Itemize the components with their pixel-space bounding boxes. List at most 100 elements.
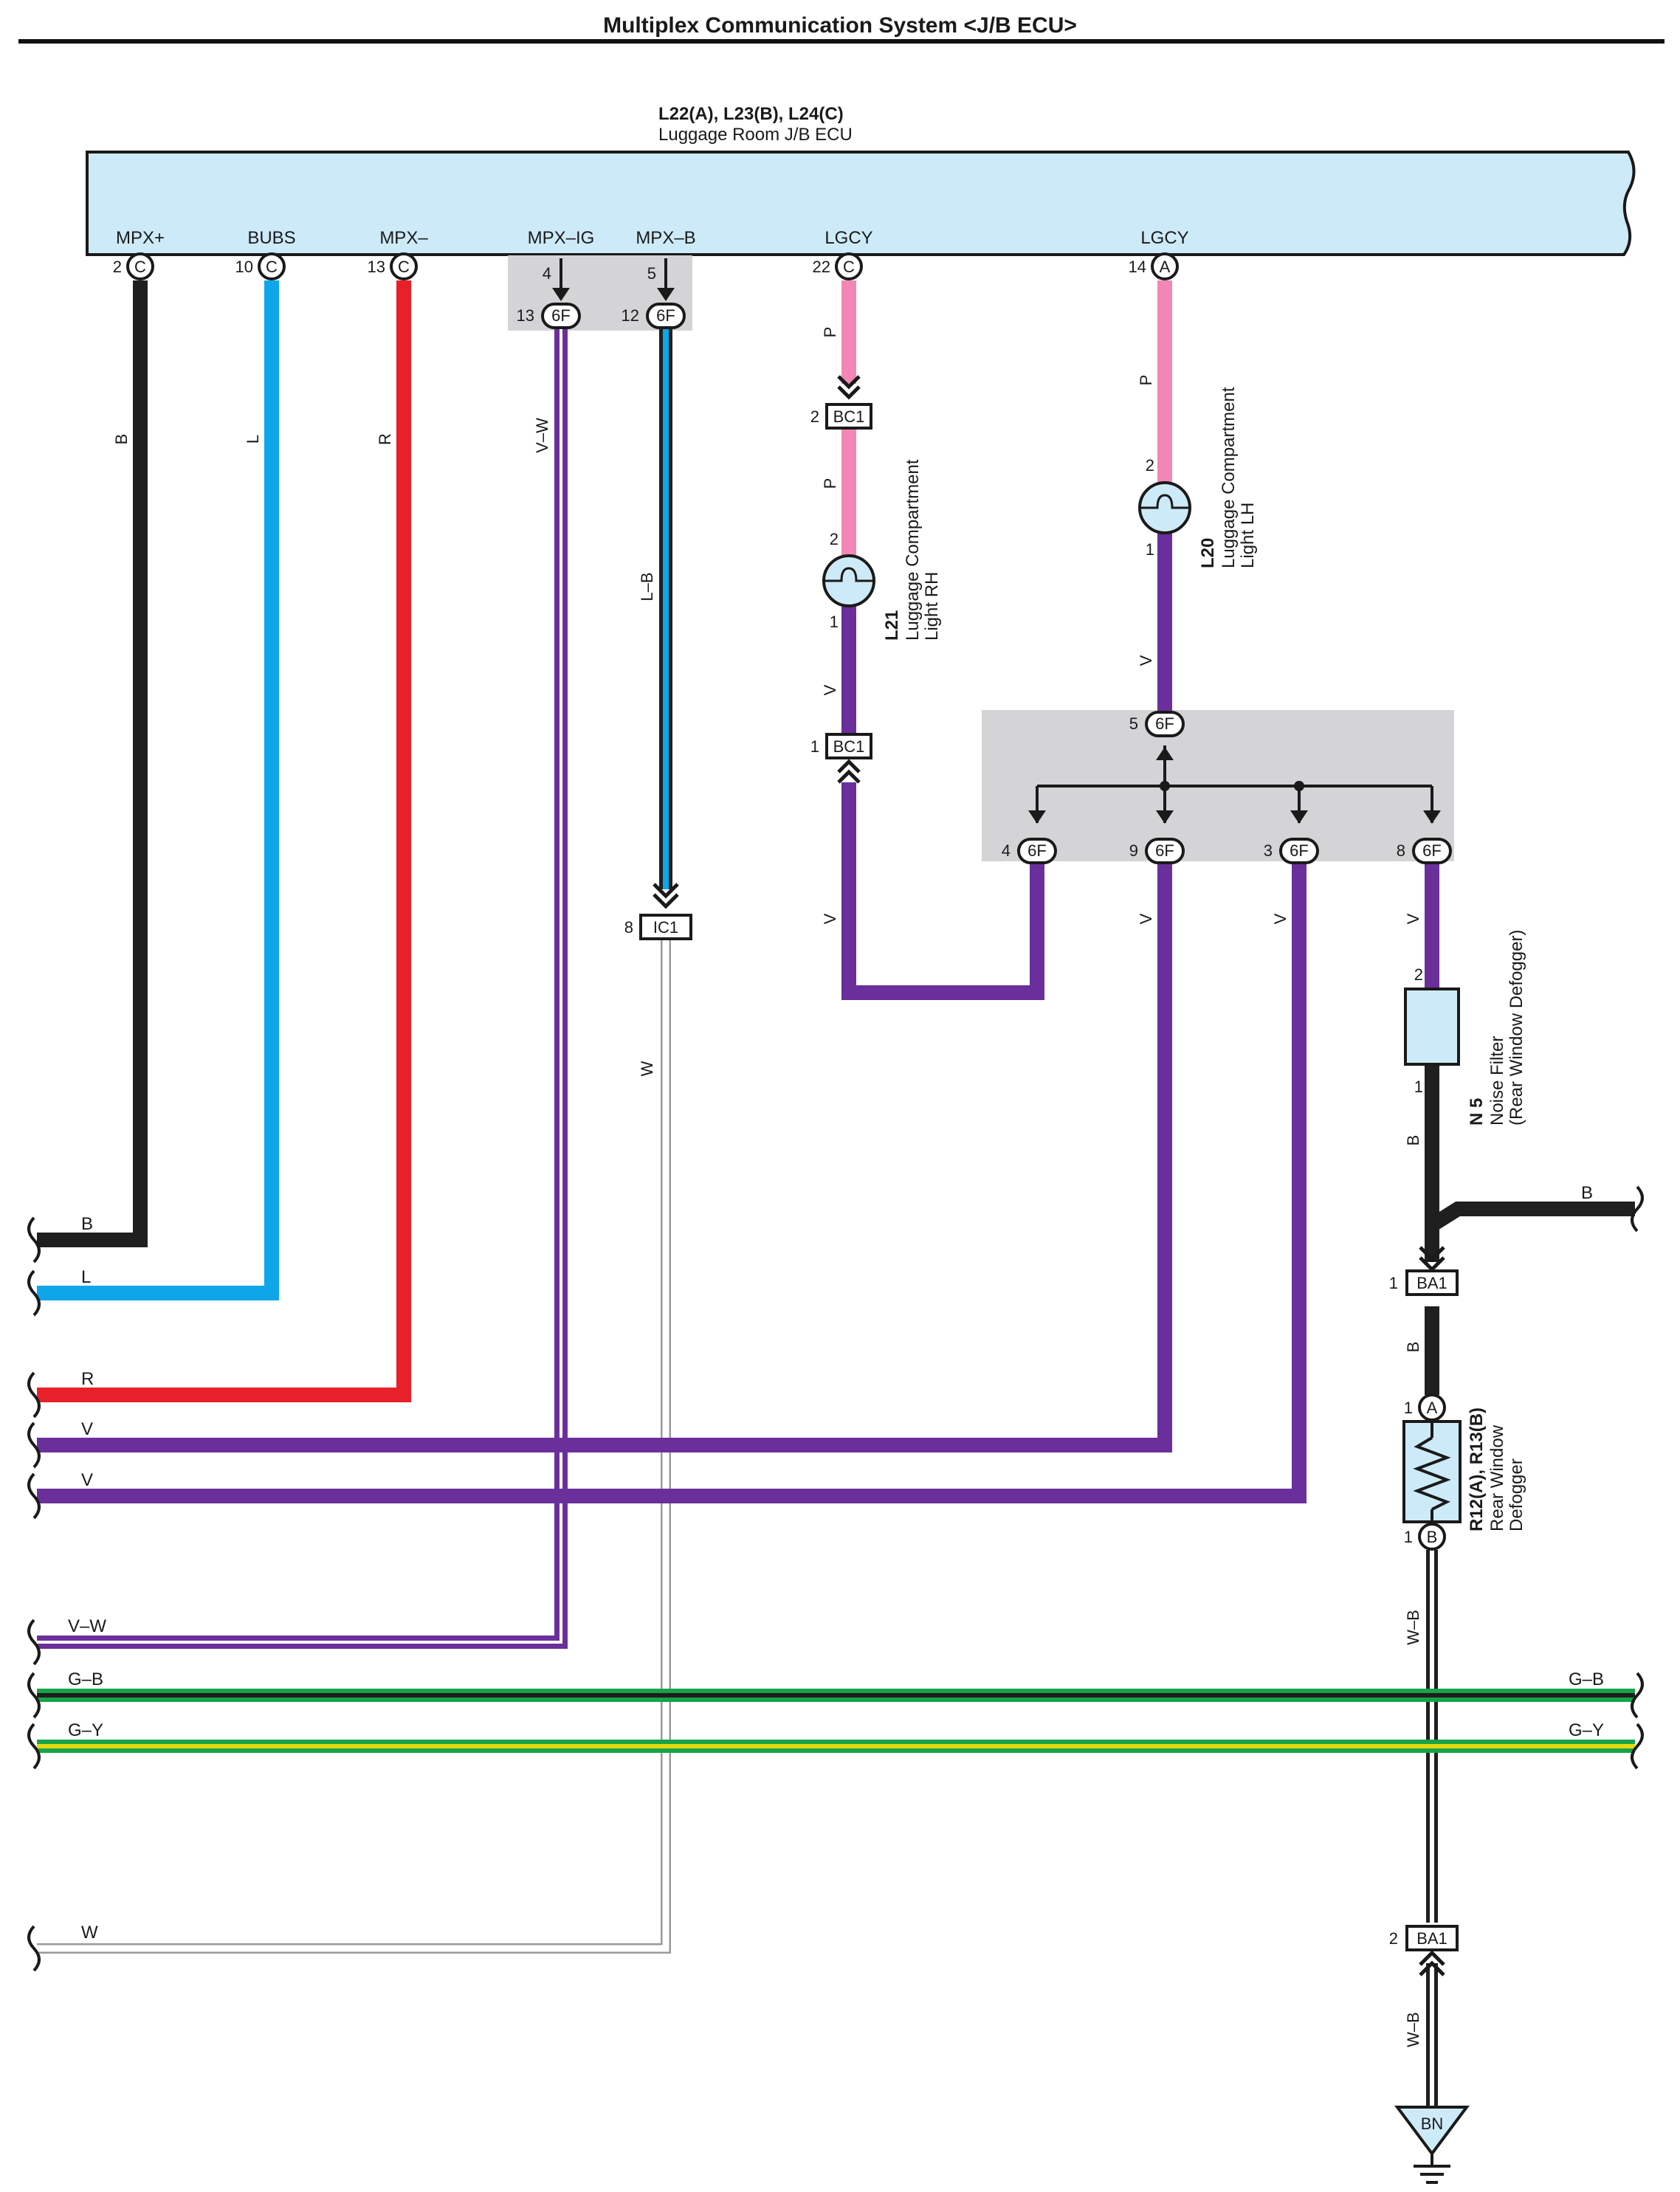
svg-text:BC1: BC1 bbox=[833, 407, 865, 426]
connector-6f-12: 6F 12 bbox=[622, 303, 686, 329]
svg-text:Defogger: Defogger bbox=[1507, 1458, 1526, 1531]
right-label-gb: G–B bbox=[1569, 1669, 1604, 1689]
left-label-b: B bbox=[81, 1214, 93, 1234]
wire-code-lgcy-c-2: P bbox=[821, 478, 839, 489]
svg-text:L21: L21 bbox=[882, 610, 902, 641]
connector-6f-3: 6F 3 bbox=[1264, 838, 1319, 864]
ecu-code: L22(A), L23(B), L24(C) bbox=[658, 104, 844, 124]
wire-code-w: W bbox=[638, 1061, 656, 1076]
svg-text:BA1: BA1 bbox=[1416, 1274, 1447, 1292]
svg-text:1: 1 bbox=[1414, 1078, 1423, 1096]
defogger-r12: A 1 B 1 bbox=[1402, 1393, 1462, 1551]
svg-text:Noise Filter: Noise Filter bbox=[1487, 1036, 1507, 1126]
jb-arrow-up bbox=[1156, 747, 1174, 760]
wire-code-v-6f-9: V bbox=[1137, 913, 1155, 924]
connector-ba1-top: BA1 1 bbox=[1389, 1246, 1459, 1296]
svg-text:A: A bbox=[1160, 258, 1171, 276]
jb-ecu-box bbox=[86, 151, 1636, 256]
svg-text:2: 2 bbox=[1414, 965, 1423, 984]
wire-mpx-ig-stripe bbox=[37, 328, 562, 1644]
lamp-l20-label: L20 Luggage Compartment Light LH bbox=[1198, 387, 1258, 568]
jb-splice-dot bbox=[1160, 781, 1170, 791]
left-label-v2: V bbox=[81, 1470, 93, 1490]
left-label-gb: G–B bbox=[68, 1669, 103, 1689]
svg-text:4: 4 bbox=[1002, 841, 1011, 860]
svg-text:1: 1 bbox=[1146, 540, 1154, 559]
svg-text:L20: L20 bbox=[1198, 538, 1218, 568]
connector-bc1-top: BC1 2 bbox=[810, 375, 872, 430]
svg-text:6F: 6F bbox=[1155, 714, 1174, 733]
svg-text:Luggage Compartment: Luggage Compartment bbox=[903, 459, 923, 641]
svg-text:9: 9 bbox=[1129, 841, 1138, 860]
svg-text:14: 14 bbox=[1129, 258, 1146, 276]
wire-code-lgcy-c-1: P bbox=[821, 327, 839, 338]
svg-text:13: 13 bbox=[368, 258, 385, 276]
connector-6f-8: 6F 8 bbox=[1397, 838, 1452, 864]
terminal-mpx-ig: MPX–IG bbox=[528, 228, 595, 248]
wire-code-b-ba1: B bbox=[1404, 1342, 1422, 1353]
wire-code-v-6f-3: V bbox=[1271, 913, 1290, 924]
svg-text:10: 10 bbox=[235, 258, 253, 276]
lamp-l20-icon: 2 1 bbox=[1138, 456, 1191, 559]
svg-text:2: 2 bbox=[113, 258, 122, 276]
svg-text:5: 5 bbox=[1129, 714, 1138, 733]
left-label-v1: V bbox=[81, 1419, 93, 1439]
svg-text:1: 1 bbox=[810, 737, 819, 756]
terminal-lgcy-c: LGCY bbox=[824, 228, 872, 248]
svg-text:3: 3 bbox=[1264, 841, 1273, 860]
connector-6f-5: 6F 5 bbox=[1129, 711, 1185, 737]
ecu-pin-mpx-minus: C 13 bbox=[368, 252, 418, 280]
jb-splice-dot bbox=[1294, 781, 1304, 791]
lamp-l21-icon: 2 1 bbox=[822, 530, 875, 631]
terminal-mpx-b: MPX–B bbox=[636, 228, 695, 248]
connector-ba1-bottom: BA1 2 bbox=[1389, 1925, 1459, 1976]
wire-code-v-l21: V bbox=[821, 684, 839, 695]
svg-text:1: 1 bbox=[1404, 1528, 1413, 1546]
right-label-gy: G–Y bbox=[1569, 1720, 1604, 1740]
terminal-lgcy-a: LGCY bbox=[1140, 228, 1188, 248]
svg-text:BC1: BC1 bbox=[833, 737, 865, 756]
wire-code-v-6f-8: V bbox=[1404, 913, 1422, 924]
page-title: Multiplex Communication System <J/B ECU> bbox=[603, 13, 1077, 38]
left-label-r: R bbox=[81, 1369, 94, 1389]
wire-code-mpx-minus: R bbox=[376, 433, 394, 445]
wire-code-wb-upper: W–B bbox=[1404, 1610, 1422, 1645]
left-edge-breaks bbox=[27, 1216, 41, 1972]
svg-text:6F: 6F bbox=[1027, 841, 1047, 860]
svg-text:1: 1 bbox=[1404, 1399, 1413, 1417]
svg-text:A: A bbox=[1427, 1399, 1438, 1417]
wire-b-right bbox=[1428, 1202, 1635, 1232]
svg-text:5: 5 bbox=[647, 264, 656, 283]
ecu-pin-mpx-b: 5 bbox=[647, 258, 675, 301]
wire-code-wb-lower: W–B bbox=[1404, 2012, 1422, 2047]
wire-v-6f-9 bbox=[37, 864, 1172, 1452]
wire-code-b-n5: B bbox=[1404, 1135, 1422, 1146]
svg-text:BN: BN bbox=[1421, 2115, 1444, 2133]
ground-bn-icon: BN bbox=[1394, 2106, 1470, 2184]
left-label-gy: G–Y bbox=[68, 1720, 103, 1740]
svg-text:1: 1 bbox=[830, 613, 839, 631]
svg-text:4: 4 bbox=[543, 264, 551, 283]
wire-code-lgcy-a: P bbox=[1137, 375, 1155, 386]
svg-text:6F: 6F bbox=[1155, 841, 1174, 860]
wire-code-v-l20: V bbox=[1137, 655, 1155, 666]
wire-w-core bbox=[37, 939, 669, 1952]
connector-bc1-bottom: BC1 1 bbox=[810, 733, 872, 784]
svg-text:C: C bbox=[398, 258, 410, 276]
jb-arrow-down bbox=[1156, 810, 1174, 824]
svg-text:R12(A), R13(B): R12(A), R13(B) bbox=[1467, 1407, 1487, 1531]
ecu-pin-mpx-plus: C 2 bbox=[113, 252, 154, 280]
svg-text:12: 12 bbox=[622, 306, 639, 325]
terminal-bubs: BUBS bbox=[247, 228, 295, 248]
wire-code-bubs: L bbox=[244, 435, 262, 444]
wire-mpx-plus bbox=[37, 280, 148, 1247]
connector-6f-13: 6F 13 bbox=[517, 303, 581, 329]
noise-filter-n5-label: N 5 Noise Filter (Rear Window Defogger) bbox=[1467, 930, 1526, 1126]
svg-text:8: 8 bbox=[1397, 841, 1405, 860]
ecu-name: Luggage Room J/B ECU bbox=[658, 125, 853, 145]
jb-arrow-down bbox=[1423, 810, 1441, 824]
svg-text:N 5: N 5 bbox=[1467, 1098, 1487, 1126]
svg-text:6F: 6F bbox=[1422, 841, 1442, 860]
svg-text:Luggage Compartment: Luggage Compartment bbox=[1219, 387, 1239, 568]
